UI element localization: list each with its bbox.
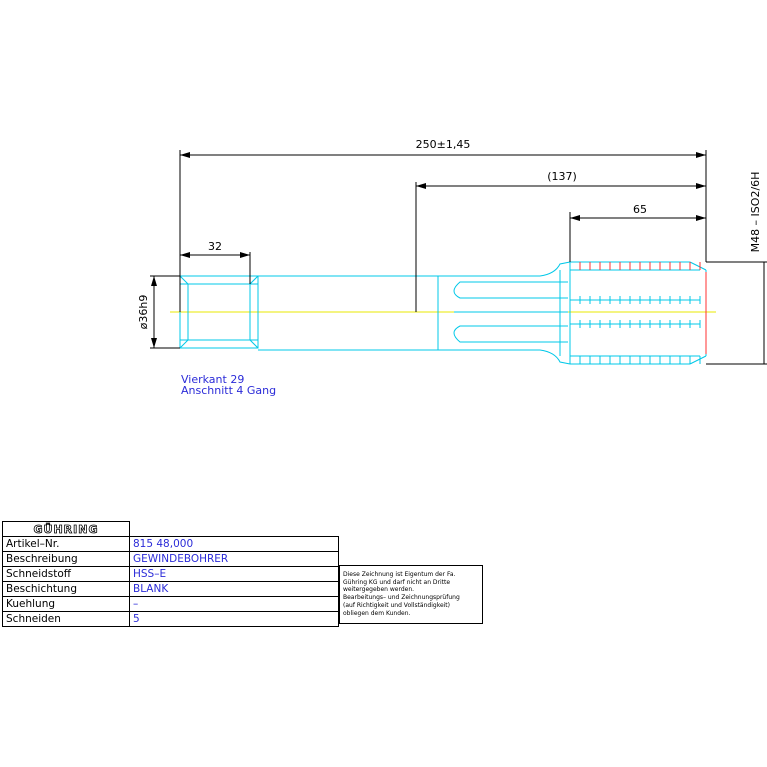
- thread-ticks: [579, 262, 701, 364]
- row-value: 815 48,000: [129, 536, 339, 552]
- row-value: GEWINDEBOHRER: [129, 551, 339, 567]
- disclaimer-line: obliegen dem Kunden.: [343, 609, 411, 617]
- table-row: Artikel–Nr. 815 48,000: [2, 536, 339, 552]
- shank: [258, 275, 439, 351]
- row-label: Artikel–Nr.: [2, 536, 130, 552]
- dim-overall-length: 250±1,45: [416, 138, 471, 151]
- disclaimer-line: Diese Zeichnung ist Eigentum der Fa.: [343, 571, 456, 578]
- flute-section: [438, 261, 571, 365]
- title-block: GÜHRING Artikel–Nr. 815 48,000 Beschreib…: [2, 521, 339, 627]
- row-value: 5: [129, 611, 339, 627]
- guehring-logo: GÜHRING: [33, 522, 99, 536]
- row-value: HSS–E: [129, 566, 339, 582]
- disclaimer-line: Gühring KG und darf nicht an Dritte: [343, 578, 451, 586]
- row-value: –: [129, 596, 339, 612]
- row-label: Schneiden: [2, 611, 130, 627]
- dim-square-length: 32: [208, 240, 222, 253]
- logo-cell: GÜHRING: [2, 521, 130, 537]
- title-block-header: GÜHRING: [2, 521, 339, 537]
- dim-shank-diameter: ø36h9: [137, 295, 150, 330]
- row-value: BLANK: [129, 581, 339, 597]
- drawing-notes: Vierkant 29 Anschnitt 4 Gang: [181, 374, 276, 396]
- dimension-arrows: [151, 152, 706, 348]
- disclaimer-line: Bearbeitungs– und Zeichnungsprüfung: [343, 594, 460, 602]
- table-row: Schneiden 5: [2, 611, 339, 627]
- row-label: Schneidstoff: [2, 566, 130, 582]
- row-label: Beschreibung: [2, 551, 130, 567]
- table-row: Beschichtung BLANK: [2, 581, 339, 597]
- note-chamfer: Anschnitt 4 Gang: [181, 384, 277, 397]
- disclaimer-box: Diese Zeichnung ist Eigentum der Fa. Güh…: [339, 565, 483, 624]
- thread-section: [569, 261, 707, 365]
- dim-thread-spec: M48 – ISO2/6H: [749, 172, 762, 253]
- disclaimer-line: weitergegeben werden.: [343, 586, 415, 594]
- dim-shank-length: (137): [547, 170, 577, 183]
- dimension-lines: [150, 150, 767, 365]
- row-label: Beschichtung: [2, 581, 130, 597]
- row-label: Kuehlung: [2, 596, 130, 612]
- table-row: Beschreibung GEWINDEBOHRER: [2, 551, 339, 567]
- table-row: Kuehlung –: [2, 596, 339, 612]
- table-row: Schneidstoff HSS–E: [2, 566, 339, 582]
- disclaimer-line: (auf Richtigkeit und Vollständigkeit): [343, 601, 451, 609]
- note-square: Vierkant 29: [181, 373, 245, 386]
- dim-thread-length: 65: [633, 203, 647, 216]
